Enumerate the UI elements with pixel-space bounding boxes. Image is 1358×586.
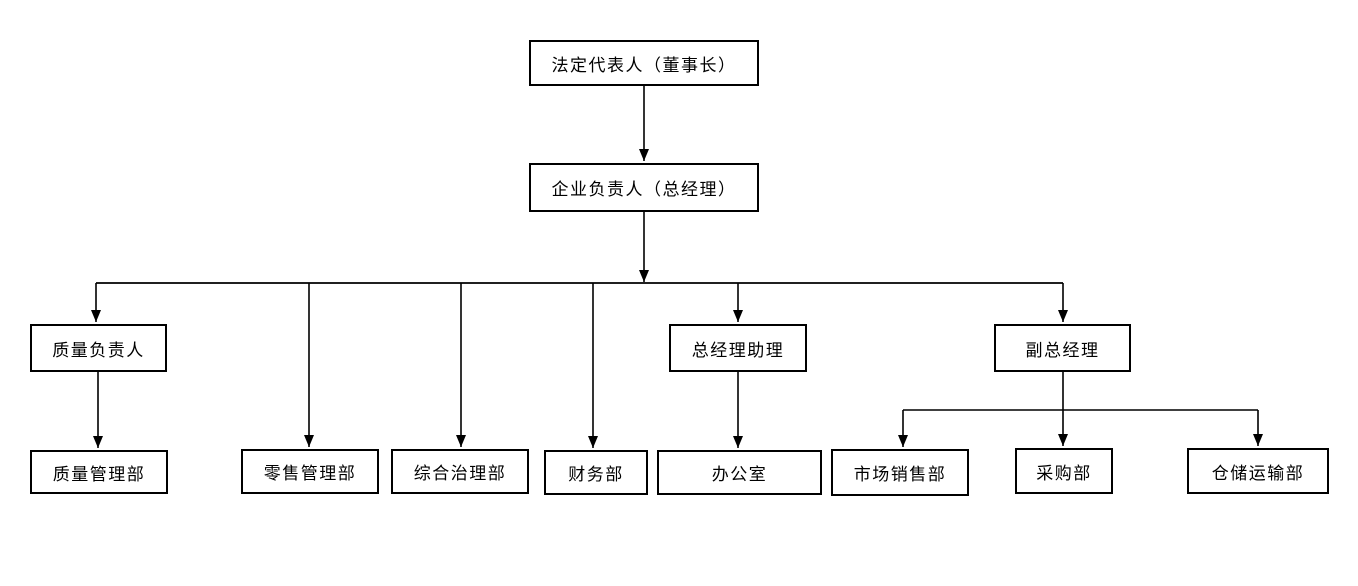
org-node-quality-management-dept: 质量管理部 <box>30 450 168 494</box>
org-node-market-sales-dept: 市场销售部 <box>831 449 969 496</box>
org-node-gm-assistant: 总经理助理 <box>669 324 807 372</box>
org-node-office: 办公室 <box>657 450 822 495</box>
org-node-warehouse-transport-dept: 仓储运输部 <box>1187 448 1329 494</box>
org-node-legal-representative: 法定代表人（董事长） <box>529 40 759 86</box>
org-node-general-manager: 企业负责人（总经理） <box>529 163 759 212</box>
org-node-comprehensive-governance-dept: 综合治理部 <box>391 449 529 494</box>
org-node-quality-head: 质量负责人 <box>30 324 167 372</box>
org-node-finance-dept: 财务部 <box>544 450 648 495</box>
org-node-purchasing-dept: 采购部 <box>1015 448 1113 494</box>
org-node-deputy-gm: 副总经理 <box>994 324 1131 372</box>
org-node-retail-management-dept: 零售管理部 <box>241 449 379 494</box>
